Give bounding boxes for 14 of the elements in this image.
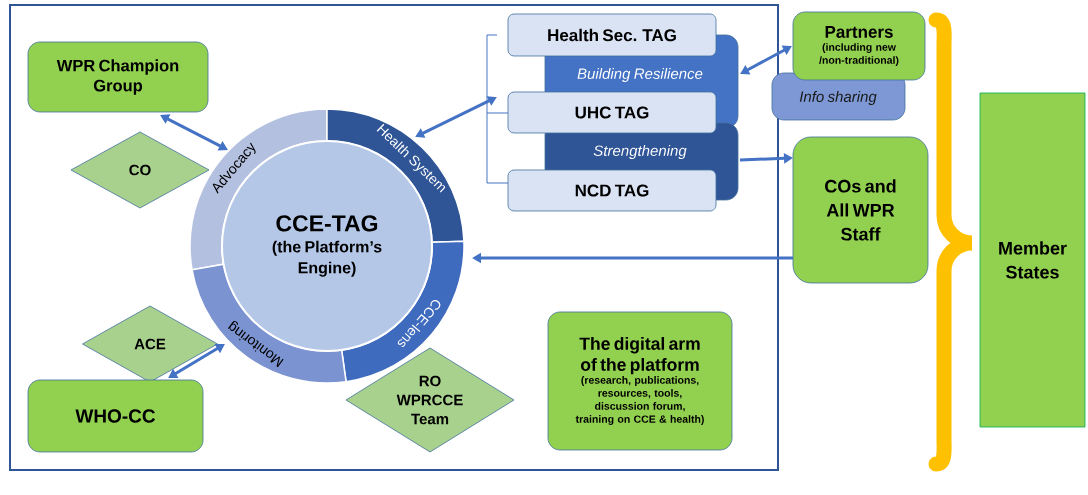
group-box: WPR Champion Group [27, 41, 209, 113]
rounded-box: The digital arm of the platform (research, publications, resources, tools, discussion forum, training on CCE & health) [547, 311, 733, 451]
tag-box: Health Sec. TAG [507, 13, 717, 57]
arrow [168, 344, 225, 378]
rounded-box: Partners (including new /non-traditional) [792, 11, 926, 81]
rectangle-box: Member States [979, 92, 1086, 428]
frame-box [9, 4, 779, 471]
arrow [415, 96, 497, 138]
arrow [160, 114, 228, 151]
group-box: WHO-CC [27, 379, 204, 453]
tag-box: UHC TAG [507, 91, 717, 134]
tag-box: NCD TAG [507, 169, 717, 212]
rounded-box: COs and All WPR Staff [792, 136, 929, 284]
arrow [740, 45, 792, 75]
